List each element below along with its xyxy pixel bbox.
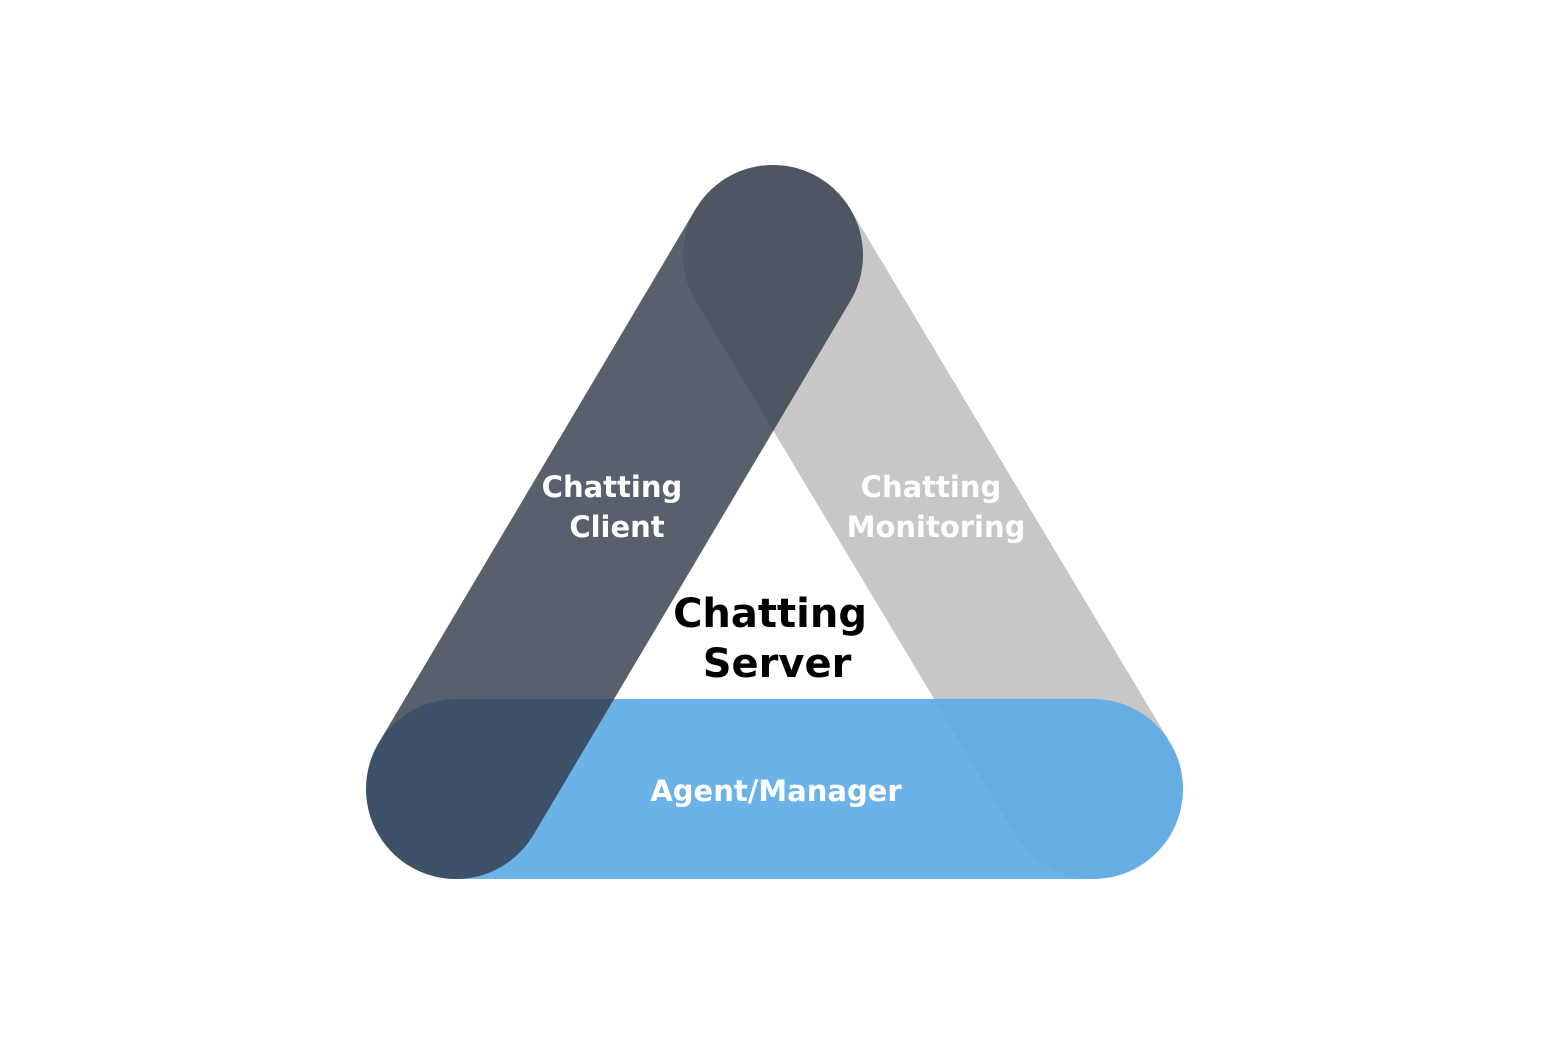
label-chatting-server: Chatting Server (673, 591, 881, 687)
label-chatting-monitoring: Chatting Monitoring (847, 470, 1026, 544)
label-server-line2: Server (703, 641, 852, 687)
label-client-line2: Client (569, 510, 664, 544)
band-chatting-client (366, 165, 863, 879)
label-agent-manager: Agent/Manager (650, 774, 902, 808)
label-monitoring-line2: Monitoring (847, 510, 1026, 544)
label-chatting-client: Chatting Client (542, 470, 693, 544)
label-client-line1: Chatting (542, 470, 683, 504)
label-monitoring-line1: Chatting (861, 470, 1002, 504)
label-server-line1: Chatting (673, 591, 867, 637)
band-left-shape (366, 165, 863, 879)
